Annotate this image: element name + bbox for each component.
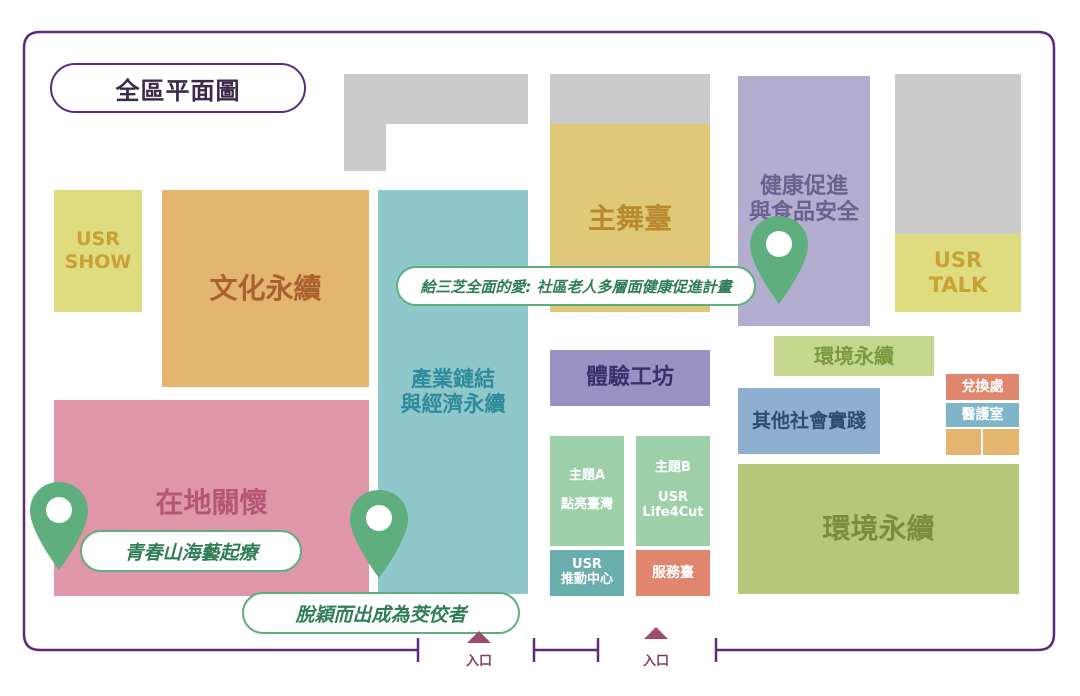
highlight-sanzhi-label[interactable]: 給三芝全面的愛: 社區老人多層面健康促進計畫 xyxy=(396,266,756,306)
zone-usr-show[interactable]: USR SHOW xyxy=(54,190,142,312)
blank-cell xyxy=(946,429,981,455)
zone-theme-b[interactable]: 主題B USR Life4Cut xyxy=(636,436,710,546)
entrance-arrow-icon xyxy=(644,627,668,639)
highlight-youth-label[interactable]: 青春山海藝起療 xyxy=(80,530,302,572)
zone-industry[interactable]: 產業鏈結 與經濟永續 xyxy=(378,190,528,594)
zone-service[interactable]: 服務臺 xyxy=(636,550,710,596)
zone-other-practice[interactable]: 其他社會實踐 xyxy=(738,388,880,454)
map-pin-icon[interactable] xyxy=(28,480,90,572)
zone-environment-small[interactable]: 環境永續 xyxy=(774,336,934,376)
entrance-label[interactable]: 入口 xyxy=(465,654,492,669)
map-pin-icon[interactable] xyxy=(348,488,410,580)
blank-cell xyxy=(983,429,1019,455)
map-pin-icon[interactable] xyxy=(748,214,810,306)
zone-workshop[interactable]: 體驗工坊 xyxy=(550,350,710,406)
zone-medical[interactable]: 醫護室 xyxy=(946,403,1019,427)
blank-block xyxy=(344,74,386,171)
blank-block xyxy=(386,74,528,124)
entrance-arrow-icon xyxy=(467,631,491,643)
zone-usr-center[interactable]: USR 推動中心 xyxy=(550,550,624,596)
zone-environment-big[interactable]: 環境永續 xyxy=(738,464,1019,594)
zone-culture[interactable]: 文化永續 xyxy=(162,190,369,387)
zone-health[interactable]: 健康促進 與食品安全 xyxy=(738,76,870,326)
map-title: 全區平面圖 xyxy=(50,63,306,113)
zone-exchange[interactable]: 兌換處 xyxy=(946,374,1019,400)
blank-block xyxy=(550,74,710,124)
highlight-standout-label[interactable]: 脫穎而出成為茭佼者 xyxy=(242,592,520,634)
entrance-label[interactable]: 入口 xyxy=(642,654,669,669)
zone-theme-a[interactable]: 主題A 點亮臺灣 xyxy=(550,436,624,546)
blank-block xyxy=(895,74,1021,234)
zone-usr-talk[interactable]: USR TALK xyxy=(895,234,1021,312)
